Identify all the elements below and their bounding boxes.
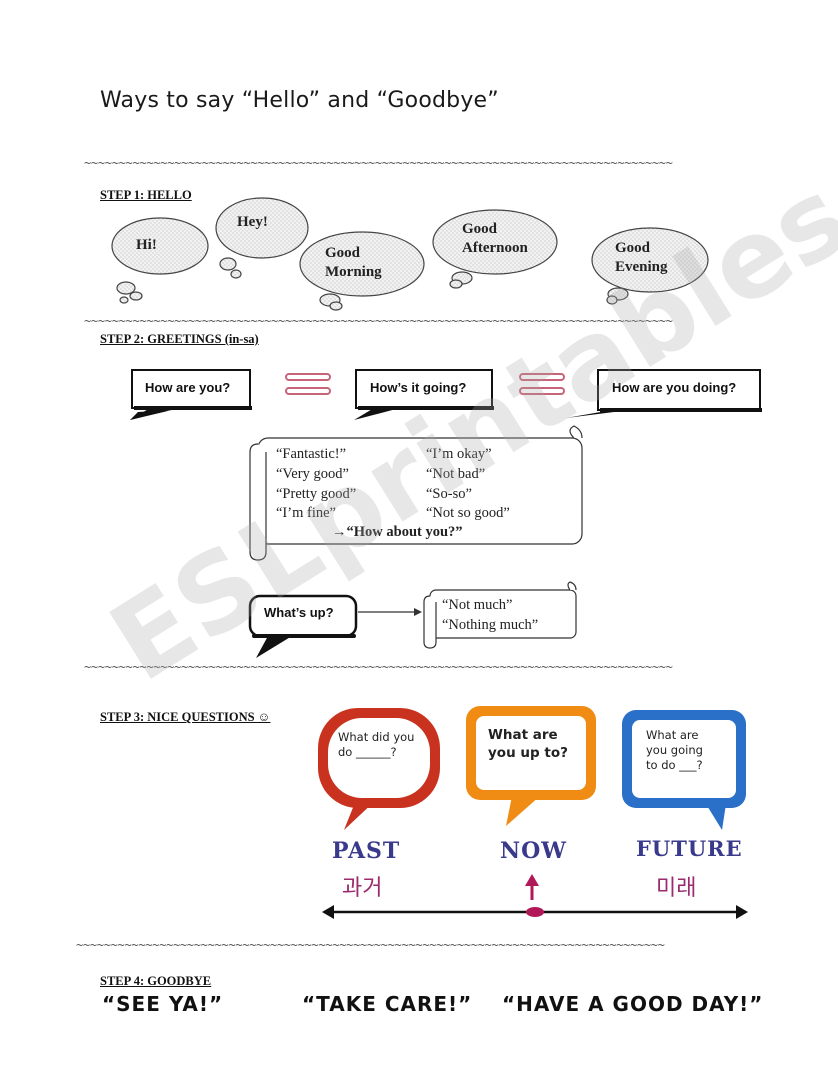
question-past-line2: do ______?: [338, 745, 397, 759]
divider-3: ~~~~~~~~~~~~~~~~~~~~~~~~~~~~~~~~~~~~~~~~…: [84, 660, 673, 674]
cloud-hi: [111, 217, 209, 304]
timeline-label-future: FUTURE: [636, 836, 743, 861]
step2-heading: STEP 2: GREETINGS (in-sa): [100, 332, 259, 346]
equals-sign-1: [285, 373, 331, 395]
answer-right-4: “Not so good”: [426, 505, 510, 521]
speech-bubble-2: [354, 369, 494, 420]
timeline: [322, 874, 748, 919]
step4-heading: STEP 4: GOODBYE: [100, 974, 212, 988]
goodbye-take-care: “TAKE CARE!”: [302, 992, 473, 1016]
cloud-hey: [215, 197, 309, 279]
question-future-line2: you going: [646, 743, 703, 757]
cloud-good-morning: [299, 231, 425, 311]
answer-right-3: “So-so”: [426, 486, 472, 502]
greeting-whats-up: What’s up?: [264, 605, 334, 620]
answer-left-2: “Very good”: [276, 466, 349, 482]
divider-4: ~~~~~~~~~~~~~~~~~~~~~~~~~~~~~~~~~~~~~~~~…: [76, 938, 665, 952]
cloud-good-evening: [591, 227, 709, 305]
greeting-hows-it-going: How’s it going?: [370, 380, 467, 395]
page-title: Ways to say “Hello” and “Goodbye”: [100, 88, 499, 113]
question-future-line1: What are: [646, 728, 699, 742]
speech-bubble-whats-up: [248, 594, 358, 658]
question-bubble-now: [466, 706, 596, 826]
cloud-label-good-morning: Good Morning: [325, 245, 382, 280]
goodbye-have-a-good-day: “HAVE A GOOD DAY!”: [502, 992, 764, 1016]
speech-bubble-3: [566, 369, 762, 418]
question-bubble-past: [318, 708, 440, 830]
cloud-good-afternoon: [432, 209, 558, 289]
follow-up-question: →“How about you?”: [332, 524, 463, 540]
whats-up-answer-2: “Nothing much”: [442, 617, 539, 633]
equals-sign-2: [519, 373, 565, 395]
timeline-label-past: PAST: [332, 838, 401, 864]
arrow-right: [358, 608, 422, 616]
step1-heading: STEP 1: HELLO: [100, 188, 192, 202]
timeline-label-now: NOW: [500, 838, 567, 864]
divider-2: ~~~~~~~~~~~~~~~~~~~~~~~~~~~~~~~~~~~~~~~~…: [84, 314, 673, 328]
answer-left-4: “I’m fine”: [276, 505, 336, 521]
question-future-text: What are you going to do ___?: [646, 728, 703, 773]
question-now-line2: you up to?: [488, 745, 568, 761]
cloud-label-good-afternoon: Good Afternoon: [462, 221, 528, 256]
question-now-text: What are you up to?: [488, 726, 568, 762]
question-past-line1: What did you: [338, 730, 415, 744]
question-past-text: What did you do ______?: [338, 730, 414, 760]
greeting-how-are-you: How are you?: [145, 380, 231, 395]
question-bubble-future: [622, 710, 746, 830]
step3-heading: STEP 3: NICE QUESTIONS ☺: [100, 710, 271, 724]
cloud-label-hey: Hey!: [237, 214, 268, 230]
answer-right-2: “Not bad”: [426, 466, 486, 482]
answer-right-1: “I’m okay”: [426, 446, 492, 462]
answer-scroll: [249, 425, 583, 561]
cloud-label-good-evening: Good Evening: [615, 240, 668, 275]
timeline-korean-future: 미래: [656, 876, 697, 901]
whats-up-answer-1: “Not much”: [442, 597, 513, 613]
goodbye-see-ya: “SEE YA!”: [102, 992, 224, 1016]
cloud-label-hi: Hi!: [136, 237, 157, 253]
timeline-korean-past: 과거: [342, 876, 383, 901]
small-scroll: [423, 581, 577, 649]
divider-1: ~~~~~~~~~~~~~~~~~~~~~~~~~~~~~~~~~~~~~~~~…: [84, 156, 673, 170]
question-future-line3: to do ___?: [646, 758, 703, 772]
answer-left-1: “Fantastic!”: [276, 446, 347, 462]
greeting-how-are-you-doing: How are you doing?: [612, 380, 737, 395]
answer-left-3: “Pretty good”: [276, 486, 357, 502]
speech-bubble-1: [130, 369, 252, 420]
question-now-line1: What are: [488, 727, 558, 743]
